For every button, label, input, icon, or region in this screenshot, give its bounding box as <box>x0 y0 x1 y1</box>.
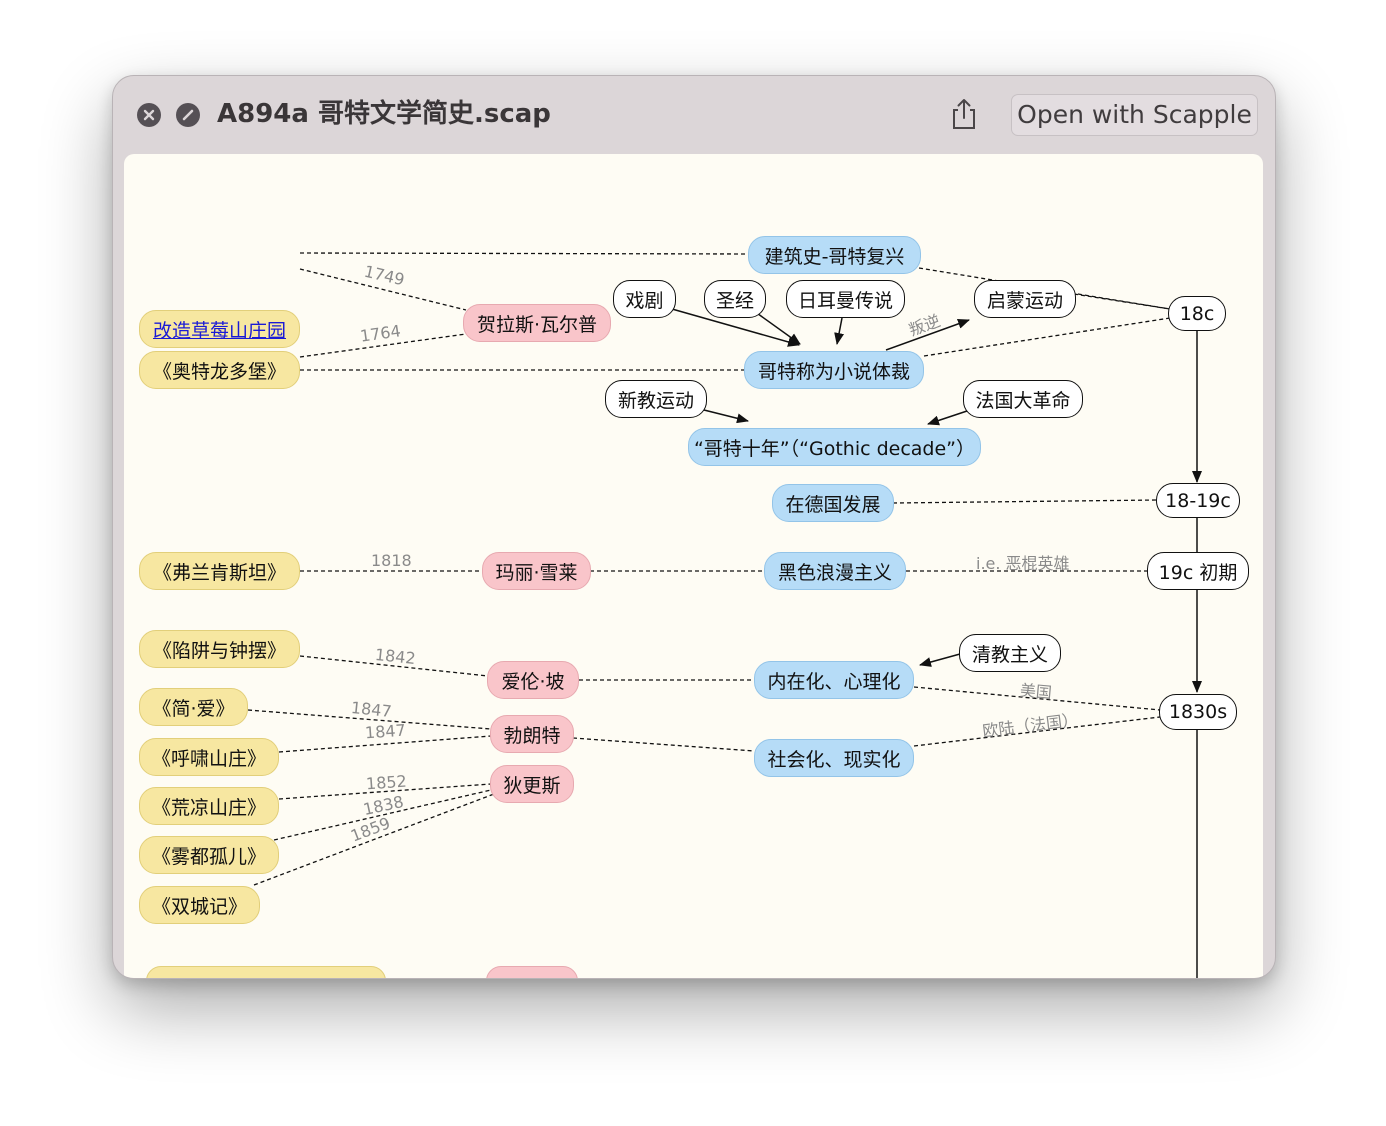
node-dark-romanticism[interactable]: 黑色浪漫主义 <box>764 552 906 590</box>
title-bar: A894a 哥特文学简史.scap Open with Scapple <box>113 76 1275 154</box>
node-partial-pink <box>486 966 578 978</box>
window-title: A894a 哥特文学简史.scap <box>217 99 551 129</box>
open-with-scapple-button[interactable]: Open with Scapple <box>1011 94 1258 136</box>
edge-label-1847-jane: 1847 <box>350 697 393 722</box>
node-architecture-revival[interactable]: 建筑史-哥特复兴 <box>748 236 921 274</box>
mindmap-canvas[interactable]: 改造草莓山庄园 《奥特龙多堡》 《弗兰肯斯坦》 《陷阱与钟摆》 《简·爱》 《呼… <box>124 154 1263 978</box>
node-internalized[interactable]: 内在化、心理化 <box>754 661 914 699</box>
node-reformation[interactable]: 新教运动 <box>605 380 707 418</box>
node-germanic-legend[interactable]: 日耳曼传说 <box>786 280 905 318</box>
node-pit-pendulum[interactable]: 《陷阱与钟摆》 <box>139 630 300 668</box>
share-icon[interactable] <box>949 97 979 131</box>
node-walpole[interactable]: 贺拉斯·瓦尔普 <box>463 304 611 342</box>
node-french-revolution[interactable]: 法国大革命 <box>963 380 1083 418</box>
node-gothic-novel-genre[interactable]: 哥特称为小说体裁 <box>744 351 924 389</box>
node-tale-two-cities[interactable]: 《双城记》 <box>139 886 260 924</box>
node-wuthering-heights[interactable]: 《呼啸山庄》 <box>139 738 279 776</box>
edge-label-1818: 1818 <box>371 551 412 570</box>
node-oliver-twist[interactable]: 《雾都孤儿》 <box>139 836 279 874</box>
node-drama[interactable]: 戏剧 <box>613 280 676 318</box>
node-puritanism[interactable]: 清教主义 <box>959 634 1061 672</box>
connection-lines <box>247 252 1202 978</box>
no-entry-icon[interactable] <box>176 103 200 127</box>
close-icon[interactable] <box>137 103 161 127</box>
node-germany-development[interactable]: 在德国发展 <box>772 484 894 522</box>
node-jane-eyre[interactable]: 《简·爱》 <box>139 688 248 726</box>
quicklook-window: A894a 哥特文学简史.scap Open with Scapple <box>112 75 1276 979</box>
node-strawberry-hill-link[interactable]: 改造草莓山庄园 <box>152 319 286 342</box>
edge-label-1852: 1852 <box>365 771 408 794</box>
node-frankenstein[interactable]: 《弗兰肯斯坦》 <box>139 552 300 590</box>
node-partial-yellow <box>146 966 386 978</box>
node-enlightenment[interactable]: 启蒙运动 <box>974 280 1076 318</box>
node-18c[interactable]: 18c <box>1168 296 1226 331</box>
node-bible[interactable]: 圣经 <box>704 280 766 318</box>
node-strawberry-hill[interactable]: 改造草莓山庄园 <box>139 310 300 348</box>
edge-label-1847-wuthering: 1847 <box>364 720 407 743</box>
node-gothic-decade[interactable]: “哥特十年”（“Gothic decade”） <box>688 428 981 466</box>
edge-label-villain-hero: i.e. 恶棍英雄 <box>976 554 1070 573</box>
node-18-19c[interactable]: 18-19c <box>1156 483 1240 518</box>
node-dickens[interactable]: 狄更斯 <box>490 765 574 803</box>
edge-label-1842: 1842 <box>374 644 417 669</box>
edge-label-america: 美国 <box>1019 680 1053 703</box>
node-bleak-house[interactable]: 《荒凉山庄》 <box>139 787 279 825</box>
node-19c-early[interactable]: 19c 初期 <box>1147 552 1249 590</box>
node-1830s[interactable]: 1830s <box>1159 694 1237 730</box>
node-mary-shelley[interactable]: 玛丽·雪莱 <box>482 552 591 590</box>
node-bronte[interactable]: 勃朗特 <box>490 715 574 753</box>
node-socialized[interactable]: 社会化、现实化 <box>754 739 914 777</box>
node-poe[interactable]: 爱伦·坡 <box>487 661 579 699</box>
node-otranto[interactable]: 《奥特龙多堡》 <box>139 351 300 389</box>
